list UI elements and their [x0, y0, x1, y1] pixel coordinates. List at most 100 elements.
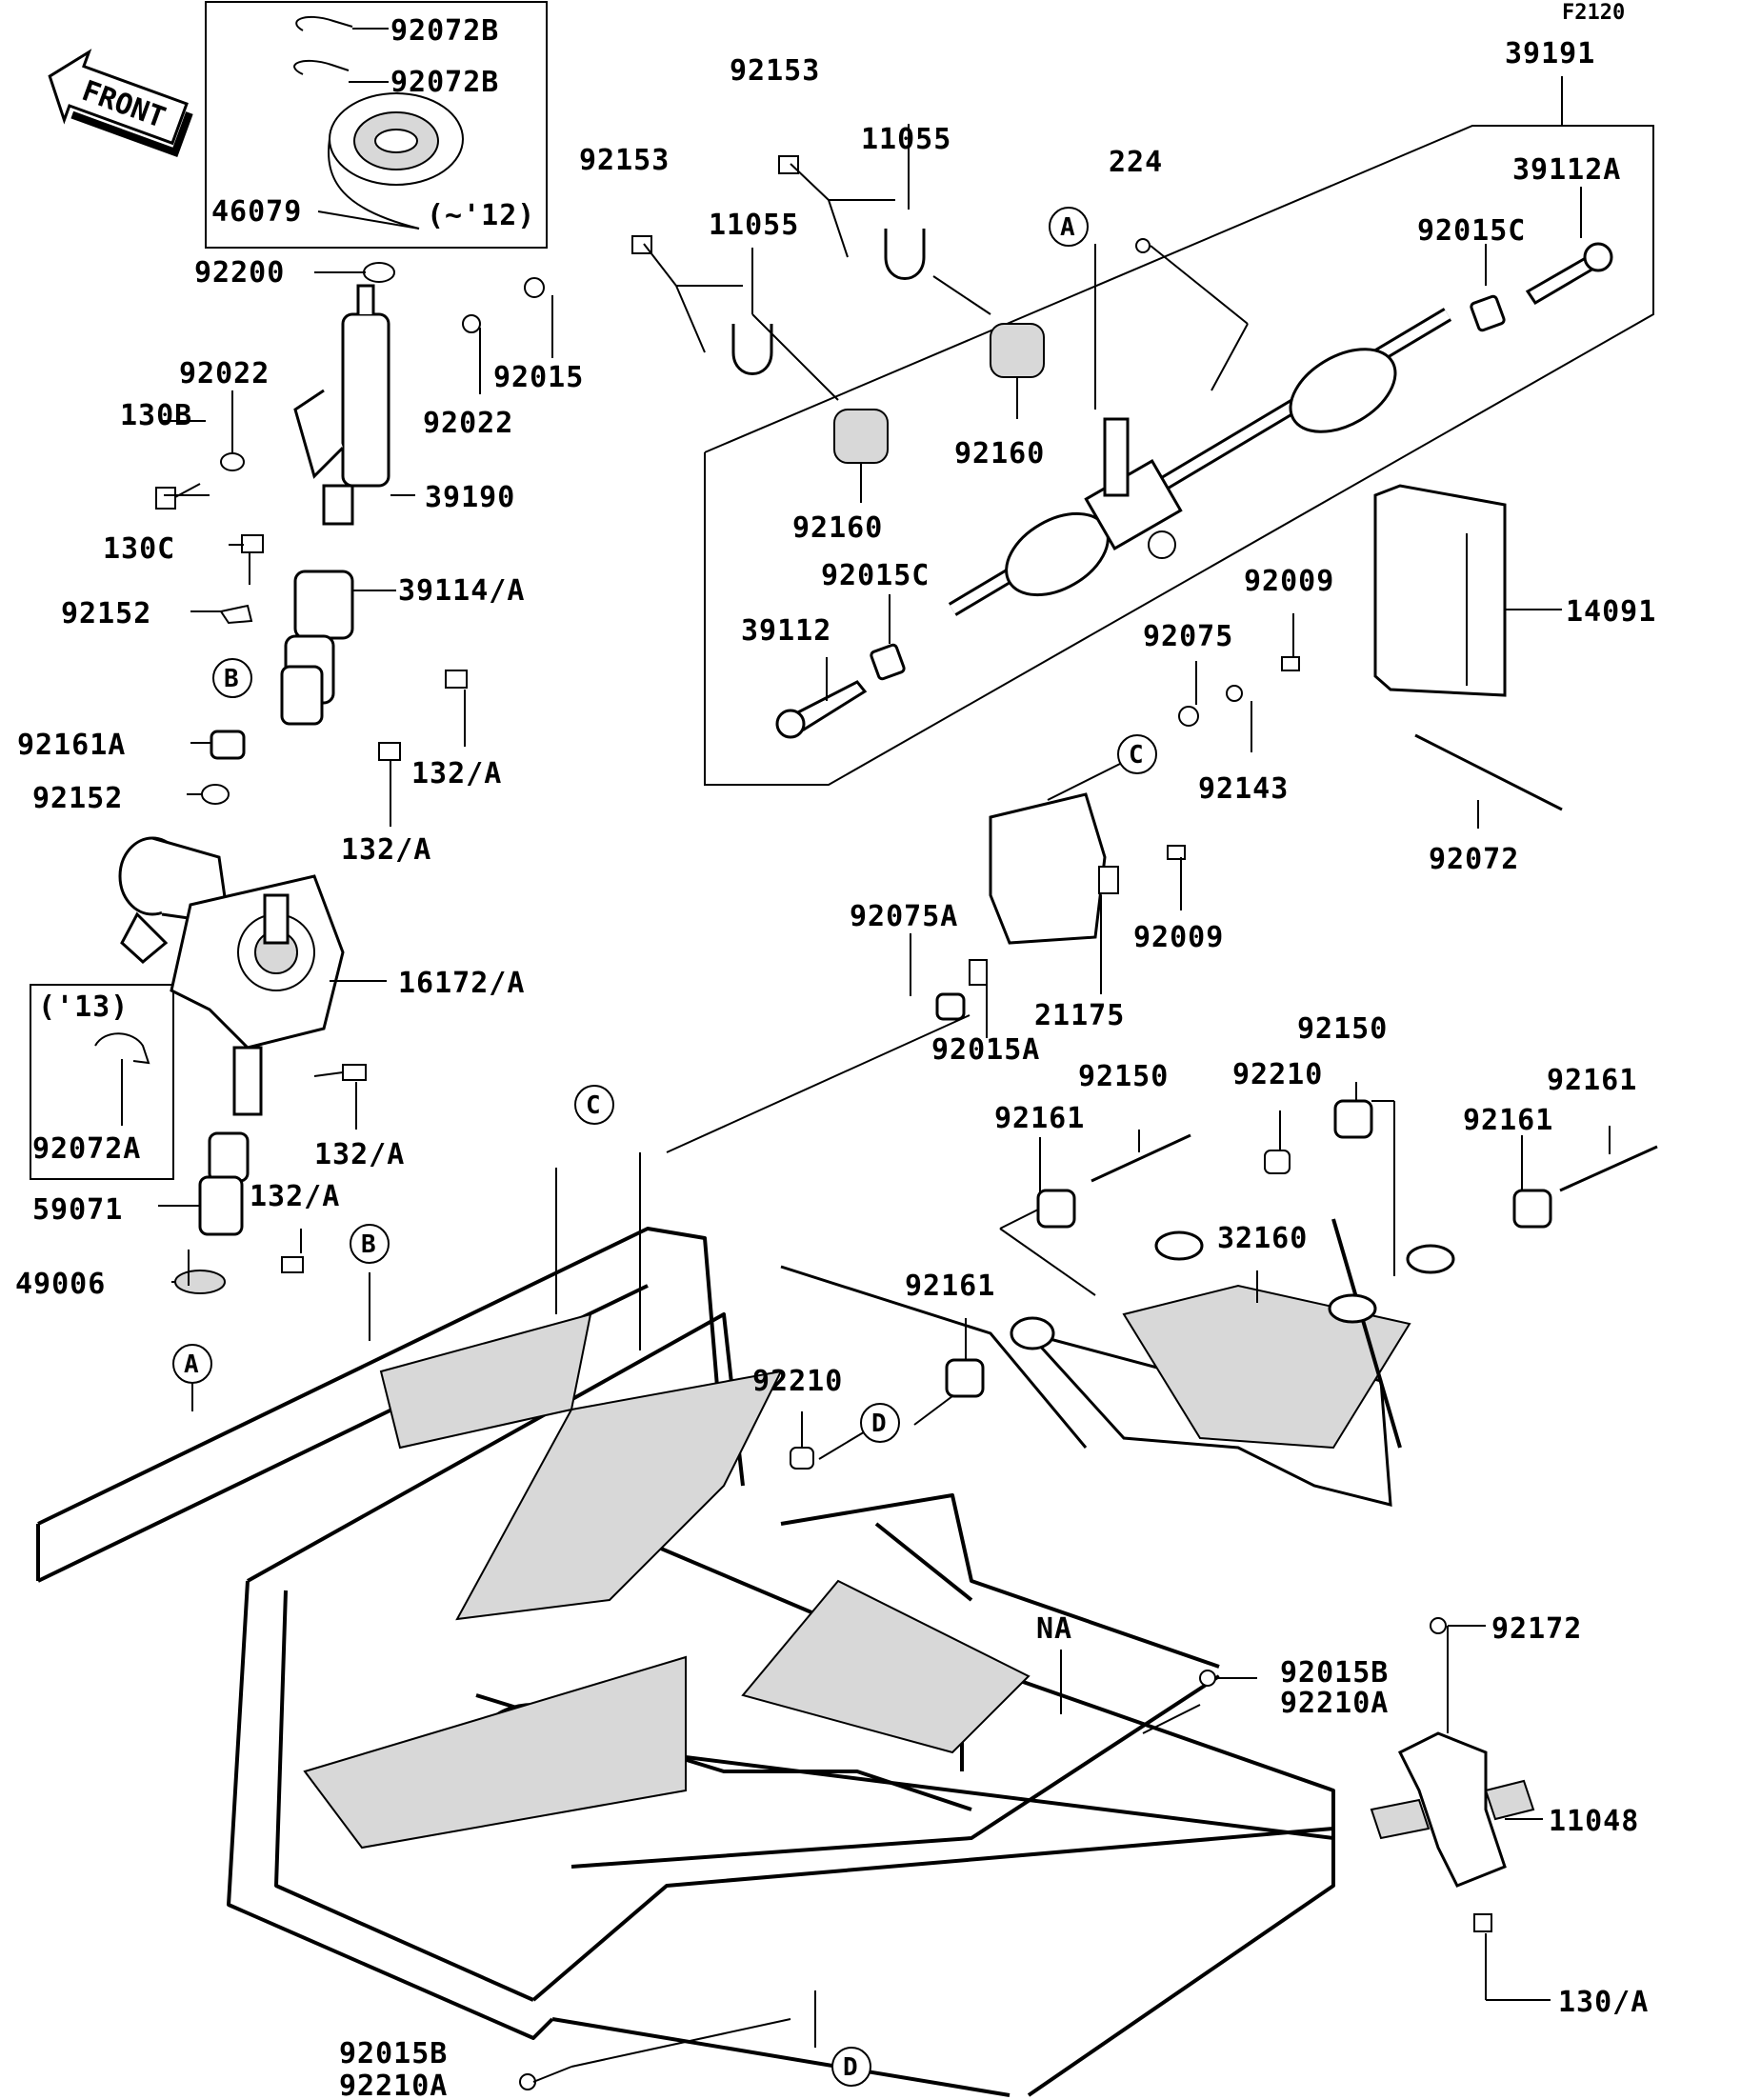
part-label: 92072B: [390, 14, 499, 48]
part-label: NA: [1036, 1612, 1072, 1646]
part-label: 132/A: [314, 1138, 405, 1171]
bolt-icon: [241, 534, 264, 585]
part-label: 92200: [194, 256, 285, 290]
bolt-icon: [1199, 1670, 1216, 1687]
part-label: 92143: [1198, 772, 1289, 806]
ref-marker-a: A: [1049, 207, 1089, 247]
svg-text:C: C: [586, 1091, 601, 1120]
clamp-icon: [94, 1032, 150, 1065]
part-label: 21175: [1034, 999, 1125, 1032]
steering-rack-icon: [948, 308, 1452, 616]
ref-marker-b: B: [212, 658, 252, 698]
part-label: 92210A: [1280, 1687, 1389, 1720]
ref-marker-a: A: [172, 1344, 212, 1384]
nut-icon: [1470, 294, 1506, 332]
part-label: 11055: [861, 123, 951, 156]
part-label: 92075: [1143, 620, 1233, 653]
ref-marker-b: B: [350, 1224, 390, 1264]
steering-shaft-icon: [293, 284, 390, 526]
inset-box-13: [30, 984, 174, 1180]
ref-marker-d: D: [860, 1403, 900, 1443]
part-label: 92161: [1463, 1104, 1553, 1137]
bolt-icon: [1135, 238, 1151, 253]
part-label: 92210: [1232, 1058, 1323, 1091]
clamp-icon: [731, 229, 926, 375]
part-label: 59071: [32, 1193, 123, 1227]
part-label: 39190: [425, 481, 515, 514]
bolt-icon: [378, 742, 401, 761]
part-label: 224: [1109, 146, 1163, 179]
part-label: 130/A: [1558, 1986, 1649, 2019]
washer-icon: [462, 314, 481, 333]
nut-icon: [870, 643, 906, 681]
part-label: 132/A: [250, 1180, 340, 1213]
part-label: 92150: [1297, 1012, 1388, 1046]
grommet-icon: [210, 730, 246, 760]
control-unit-icon: [989, 792, 1119, 945]
part-label: 132/A: [341, 833, 431, 867]
nut-icon: [1264, 1150, 1291, 1174]
bushing-icon: [945, 1099, 1552, 1398]
part-label: 92015C: [821, 559, 930, 592]
inset-note-12: (~'12): [427, 199, 535, 232]
part-label: 92210A: [339, 2070, 448, 2100]
grommet-icon: [1178, 706, 1199, 727]
part-label: 92161: [1547, 1064, 1637, 1097]
part-label: 130B: [120, 399, 192, 432]
bolt-icon: [281, 1256, 304, 1273]
a-arm-icon: [1010, 1218, 1455, 1507]
bolt-icon: [1473, 1913, 1492, 1932]
part-label: 92150: [1078, 1060, 1169, 1093]
bolt-icon: [313, 1064, 367, 1081]
part-label: 49006: [15, 1268, 106, 1301]
bolt-icon: [1281, 656, 1300, 671]
reference-markers: A B C C B A D D: [172, 207, 1157, 2087]
ref-marker-c: C: [1117, 734, 1157, 774]
washer-icon: [363, 262, 395, 283]
main-frame-icon: [36, 1227, 1335, 2097]
part-label: 92153: [730, 54, 820, 88]
part-label: 92172: [1491, 1612, 1582, 1646]
collar-icon: [969, 959, 988, 986]
part-label: 92210: [752, 1365, 843, 1398]
svg-text:A: A: [1060, 213, 1075, 242]
bolt-icon: [778, 155, 799, 174]
svg-text:A: A: [184, 1350, 199, 1379]
washer-icon: [220, 452, 245, 471]
page-number: F2120: [1562, 1, 1625, 25]
front-arrow-icon: FRONT: [48, 49, 193, 158]
part-label: 92015B: [339, 2037, 448, 2070]
part-label: 92072A: [32, 1132, 141, 1166]
tie-rod-end-icon: [1525, 242, 1613, 306]
bolt-icon: [1167, 845, 1186, 860]
ref-marker-c: C: [574, 1085, 614, 1125]
steering-rack-box: [704, 125, 1654, 786]
part-label: 92072B: [390, 66, 499, 99]
part-label: 92161: [905, 1270, 995, 1303]
tie-rod-end-icon: [775, 680, 868, 739]
part-label: 92015C: [1417, 214, 1526, 248]
part-label: 92161: [994, 1102, 1085, 1135]
universal-joint-icon: [280, 570, 354, 726]
part-label: 92152: [32, 782, 123, 815]
leader-lines: [158, 28, 1611, 2083]
part-label: 92015: [493, 361, 584, 394]
part-label: 92153: [579, 144, 670, 177]
ecu-box-icon: [1373, 484, 1507, 697]
part-label: 11055: [709, 209, 799, 242]
svg-text:B: B: [224, 665, 239, 693]
part-label: 46079: [211, 195, 302, 229]
sensor-icon: [328, 92, 464, 230]
bolt-icon: [1430, 1617, 1447, 1634]
part-label: 92161A: [17, 729, 126, 762]
inset-note-13: ('13): [38, 990, 129, 1024]
svg-text:C: C: [1129, 741, 1144, 770]
nut-icon: [790, 1447, 814, 1470]
bracket-icon: [1370, 1731, 1535, 1888]
svg-text:D: D: [843, 2053, 858, 2082]
washer-icon: [1226, 685, 1243, 702]
cable-tie-icon: [1414, 733, 1563, 811]
part-label: 16172/A: [398, 967, 525, 1000]
part-label: 92075A: [850, 900, 958, 933]
svg-text:D: D: [871, 1410, 887, 1438]
